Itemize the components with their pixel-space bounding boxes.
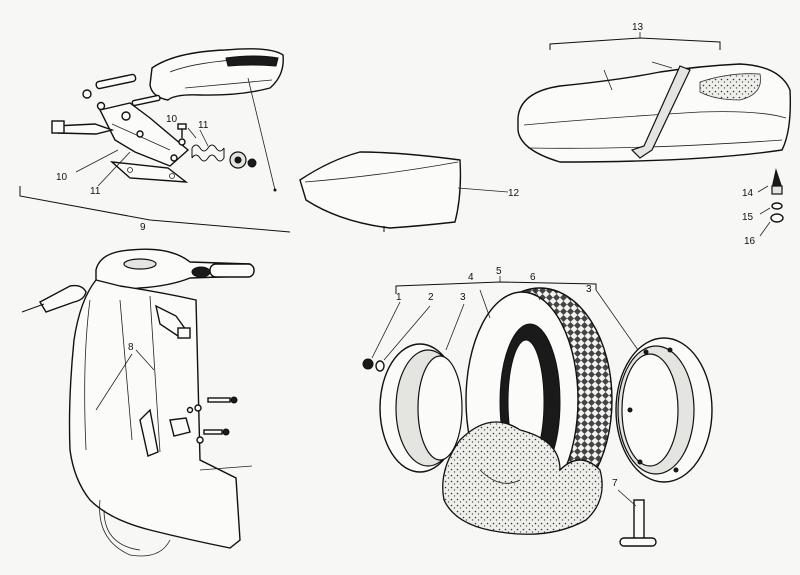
bolt-long (95, 73, 137, 90)
grip-right (209, 263, 255, 278)
leg-shield-assembly (21, 248, 255, 557)
seat-fittings (757, 168, 784, 237)
callout-5: 5 (496, 266, 502, 277)
callout-4: 4 (468, 272, 474, 283)
spring (191, 144, 225, 162)
callout-3: 3 (460, 292, 466, 303)
valve-tool (617, 489, 657, 547)
shield-bolts (186, 396, 238, 444)
wheel-washer (375, 360, 385, 372)
callout-8: 8 (128, 342, 134, 353)
callout-6: 6 (530, 272, 536, 283)
grip-left (39, 284, 87, 313)
wheel-nut (362, 358, 374, 370)
callout-2: 2 (428, 292, 434, 303)
seat-strap (630, 65, 691, 159)
rim-half-right (595, 289, 713, 483)
wheel-assembly (362, 287, 713, 547)
group-bracket-13 (549, 37, 721, 50)
group-bracket-9 (19, 186, 291, 233)
callout-13: 13 (632, 22, 644, 33)
callout-7: 7 (612, 478, 618, 489)
washer (82, 89, 92, 99)
base-plate (109, 161, 189, 183)
callout-10-left: 10 (56, 172, 68, 183)
callout-16: 16 (744, 236, 756, 247)
pillion-seat (299, 151, 509, 232)
washer-15 (771, 202, 783, 210)
group-bracket-5 (395, 281, 597, 294)
callout-11-left: 11 (90, 186, 101, 197)
saddle-bracket (98, 102, 190, 167)
callout-10-right: 10 (166, 114, 178, 125)
callout-3-right: 3 (586, 284, 592, 295)
callout-labels: 1 2 3 3 4 5 6 7 8 9 10 10 11 11 12 13 14… (56, 22, 756, 489)
leg-shield (68, 279, 241, 549)
rim-half-left (379, 303, 465, 473)
dual-seat (517, 32, 792, 163)
stud (771, 168, 783, 189)
callout-9: 9 (140, 222, 146, 233)
stipple-patch (699, 73, 761, 101)
inner-tube (442, 421, 603, 535)
pin (131, 94, 161, 107)
nut (247, 158, 257, 168)
callout-1: 1 (396, 292, 402, 303)
washer-16 (770, 213, 784, 223)
callout-15: 15 (742, 212, 754, 223)
saddle-assembly (51, 48, 284, 192)
callout-14: 14 (742, 188, 754, 199)
callout-12: 12 (508, 188, 520, 199)
callout-11-right: 11 (198, 120, 209, 131)
